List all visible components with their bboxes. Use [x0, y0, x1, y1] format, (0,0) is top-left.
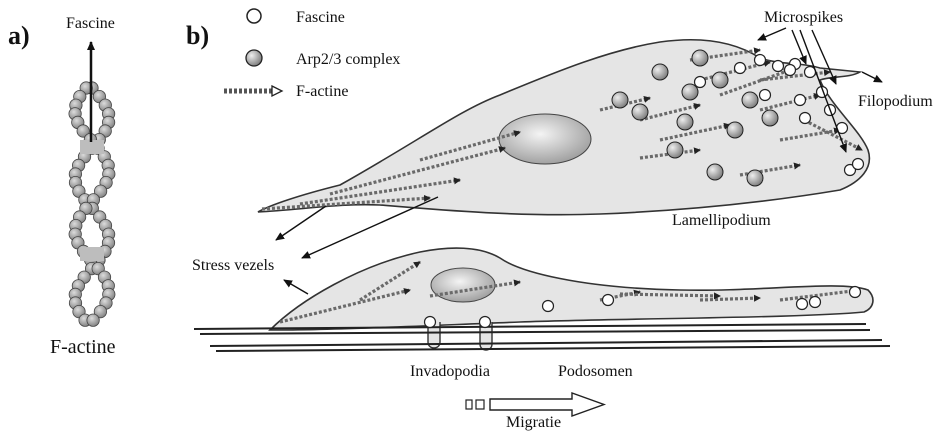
- fascine-marker: [850, 287, 861, 298]
- factine-label-a: F-actine: [50, 336, 116, 358]
- fascine-crosslink-bottom: [80, 247, 104, 261]
- arp-complex-marker: [762, 110, 778, 126]
- fascine-marker: [797, 299, 808, 310]
- lamellipodium-label: Lamellipodium: [672, 212, 771, 229]
- upper-nucleus: [499, 114, 591, 164]
- fascine-marker: [480, 317, 491, 328]
- migration-tail-block-2: [476, 400, 484, 409]
- fascine-marker: [795, 95, 806, 106]
- migration-tail-block-1: [466, 400, 472, 409]
- arp-complex-marker: [742, 92, 758, 108]
- legend-fascine-icon: [247, 9, 261, 23]
- fascine-marker: [773, 61, 784, 72]
- fascine-label-a: Fascine: [66, 15, 115, 32]
- migratie-label: Migratie: [506, 414, 561, 431]
- fascine-marker: [735, 63, 746, 74]
- arp-complex-marker: [692, 50, 708, 66]
- panel-a-label: a): [8, 21, 30, 50]
- fascine-marker: [760, 90, 771, 101]
- fascine-marker: [810, 297, 821, 308]
- legend-factine-label: F-actine: [296, 83, 348, 100]
- filopodium-label: Filopodium: [858, 93, 933, 110]
- legend-fascine-label: Fascine: [296, 9, 345, 26]
- legend-arp-icon: [246, 50, 262, 66]
- invadopodia-label: Invadopodia: [410, 363, 490, 380]
- arp-complex-marker: [747, 170, 763, 186]
- fascine-crosslink-top: [80, 140, 104, 154]
- fascine-marker: [543, 301, 554, 312]
- fascine-marker: [853, 159, 864, 170]
- lower-cell: [270, 248, 873, 330]
- fascine-marker: [425, 317, 436, 328]
- arp-complex-marker: [632, 104, 648, 120]
- migration-arrow: [490, 393, 604, 416]
- legend-arp-label: Arp2/3 complex: [296, 51, 400, 68]
- factin-bead: [87, 314, 99, 326]
- arp-complex-marker: [677, 114, 693, 130]
- arp-complex-marker: [707, 164, 723, 180]
- podosomen-label: Podosomen: [558, 363, 633, 380]
- fascine-marker: [603, 295, 614, 306]
- fascine-marker: [755, 55, 766, 66]
- arp-complex-marker: [652, 64, 668, 80]
- panel-b-label: b): [186, 21, 209, 50]
- arp-complex-marker: [682, 84, 698, 100]
- lower-nucleus: [431, 268, 495, 302]
- arp-complex-marker: [727, 122, 743, 138]
- fascine-marker: [785, 65, 796, 76]
- arp-complex-marker: [712, 72, 728, 88]
- arp-complex-marker: [667, 142, 683, 158]
- fascine-marker: [800, 113, 811, 124]
- stress-vezels-label: Stress vezels: [192, 257, 274, 274]
- microspikes-label: Microspikes: [764, 9, 843, 26]
- arp-complex-marker: [612, 92, 628, 108]
- substrate-lines: [194, 324, 890, 351]
- fascine-marker: [695, 77, 706, 88]
